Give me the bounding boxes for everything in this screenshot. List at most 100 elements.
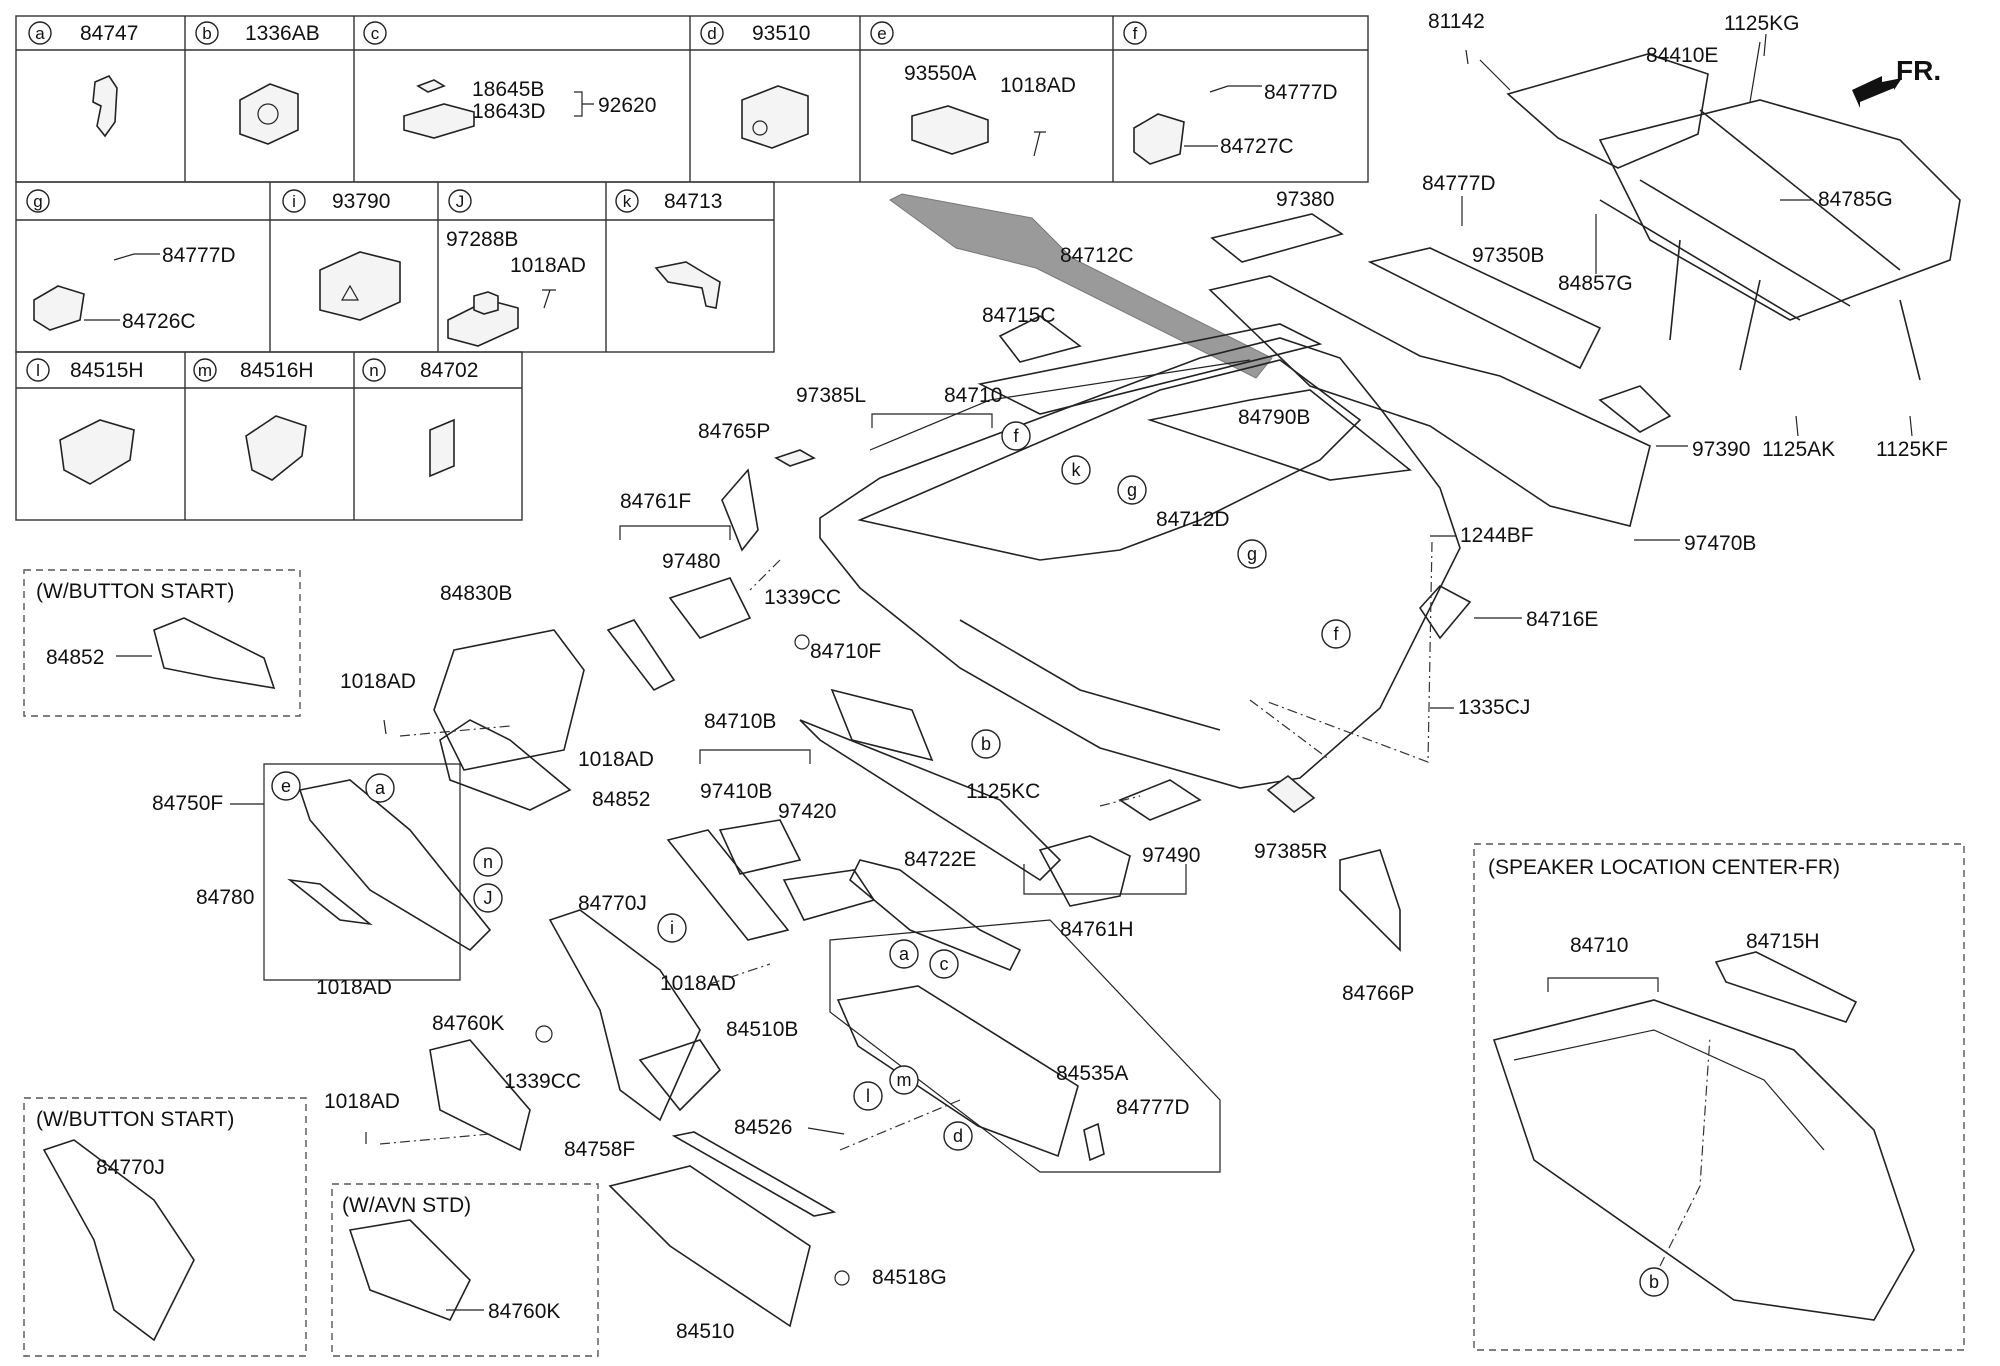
inset-letter-g: g [33, 192, 42, 211]
label-84765p: 84765P [698, 420, 770, 443]
label-84830b: 84830B [440, 582, 512, 605]
callout-i: i [670, 918, 674, 938]
inset-code-m: 84516H [240, 359, 314, 382]
label-84712c: 84712C [1060, 244, 1134, 267]
switch-93550a-icon [911, 105, 989, 155]
bracket-84727c-icon [1133, 113, 1185, 165]
inset-code-n: 84702 [420, 359, 478, 382]
inset-code-d: 93510 [752, 22, 810, 45]
inset-cell-g: g 84777D 84726C [26, 189, 236, 333]
label-84760k-b: 84760K [488, 1300, 560, 1323]
label-84777d-f: 84777D [1264, 81, 1338, 104]
assembly-lines [379, 541, 1711, 1267]
inset-cell-k: k 84713 [615, 189, 722, 309]
label-84766p: 84766P [1342, 982, 1414, 1005]
callout-c: c [940, 954, 949, 974]
inset-cell-e: e 93550A 1018AD [870, 21, 1076, 157]
label-93550a: 93550A [904, 62, 976, 85]
label-84510b: 84510B [726, 1018, 798, 1041]
cover-84516h-icon [245, 415, 307, 481]
inset-letter-i: i [292, 192, 296, 211]
label-97380: 97380 [1276, 188, 1334, 211]
label-84535a: 84535A [1056, 1062, 1128, 1085]
cluster-group: 84830B 84852 1018AD 1018AD [340, 582, 654, 811]
hazard-switch-93790-icon [319, 251, 401, 321]
inset-letter-n: n [369, 361, 378, 380]
front-label: FR. [1896, 55, 1941, 86]
callout-a1: a [375, 778, 386, 798]
callout-j: J [484, 888, 493, 908]
inset-cell-f: f 84777D 84727C [1123, 21, 1338, 165]
front-arrow-icon [1852, 76, 1902, 108]
label-97470b: 97470B [1684, 532, 1756, 555]
center-vent-group: 84710B 97410B 97420 1018AD 84722E [660, 710, 1022, 995]
label-1125kf: 1125KF [1876, 438, 1948, 461]
callouts: f k g g f b e a n J i a c m l d b [271, 421, 1669, 1297]
label-84710-speaker: 84710 [1570, 934, 1628, 957]
callout-g2: g [1247, 544, 1257, 564]
callout-f1: f [1013, 426, 1019, 446]
inset-cell-j: J 97288B 1018AD [446, 189, 586, 347]
label-84758f: 84758F [564, 1138, 635, 1161]
main-dashboard-panel: 84710 84790B 84712D 84715C 97385L 84765P [698, 304, 1461, 789]
label-84750f: 84750F [152, 792, 223, 815]
inset-cell-l: l 84515H [26, 358, 144, 485]
inset-code-l: 84515H [70, 359, 144, 382]
label-84780: 84780 [196, 886, 254, 909]
label-97480: 97480 [662, 550, 720, 573]
label-84526: 84526 [734, 1116, 792, 1139]
label-1018ad-b: 1018AD [578, 748, 654, 771]
inset-code-a: 84747 [80, 22, 138, 45]
pad-84702-icon [429, 418, 455, 478]
inset-letter-a: a [35, 24, 45, 43]
label-1335cj: 1335CJ [1458, 696, 1530, 719]
inset-letter-l: l [36, 361, 40, 380]
avn-std-title: (W/AVN STD) [342, 1194, 471, 1217]
label-97420: 97420 [778, 800, 836, 823]
label-1244bf: 1244BF [1460, 524, 1534, 547]
label-1339cc-a: 1339CC [764, 586, 841, 609]
air-duct-group: 97380 97350B 97390 97470B [1208, 188, 1756, 555]
callout-k: k [1072, 460, 1082, 480]
avn-std-box: (W/AVN STD) 84760K [331, 1183, 599, 1357]
crash-pad-top-84712c [889, 193, 1273, 379]
label-97385r: 97385R [1254, 840, 1328, 863]
inset-letter-j: J [456, 192, 465, 211]
button-start-box-2: (W/BUTTON START) 84770J [23, 1097, 307, 1357]
label-84510: 84510 [676, 1320, 734, 1343]
bracket-84713-icon [654, 261, 721, 309]
inset-cell-c: c 18645B 18643D 92620 [363, 21, 656, 139]
callout-l: l [866, 1086, 870, 1106]
label-84790b: 84790B [1238, 406, 1310, 429]
label-84715c: 84715C [982, 304, 1056, 327]
label-84726c: 84726C [122, 310, 196, 333]
label-97390: 97390 [1692, 438, 1750, 461]
inset-letter-k: k [623, 192, 632, 211]
callout-d: d [953, 1126, 963, 1146]
label-92620: 92620 [598, 94, 656, 117]
label-1018ad-d: 1018AD [660, 972, 736, 995]
inset-letter-m: m [198, 361, 212, 380]
label-84777d-g: 84777D [162, 244, 236, 267]
inset-cell-n: n 84702 [362, 358, 478, 478]
label-1018ad-c: 1018AD [316, 976, 392, 999]
inset-cell-a: a 84747 [28, 21, 138, 138]
label-84857g: 84857G [1558, 272, 1633, 295]
lamp-18643d-icon [403, 103, 475, 139]
label-1018ad-e: 1018AD [324, 1090, 400, 1113]
label-97410b: 97410B [700, 780, 772, 803]
label-1339cc-b: 1339CC [504, 1070, 581, 1093]
inset-code-k: 84713 [664, 190, 722, 213]
center-console-group: 84770J 84760K 1339CC 1018AD [324, 892, 722, 1152]
label-84710b: 84710B [704, 710, 776, 733]
callout-a2: a [899, 944, 910, 964]
label-1125kg: 1125KG [1724, 12, 1800, 35]
label-84852-b: 84852 [592, 788, 650, 811]
label-84761f: 84761F [620, 490, 691, 513]
label-81142: 81142 [1428, 10, 1485, 33]
callout-b2: b [1649, 1272, 1659, 1292]
inset-code-i: 93790 [332, 190, 390, 213]
callout-f2: f [1333, 624, 1339, 644]
label-84712d: 84712D [1156, 508, 1230, 531]
